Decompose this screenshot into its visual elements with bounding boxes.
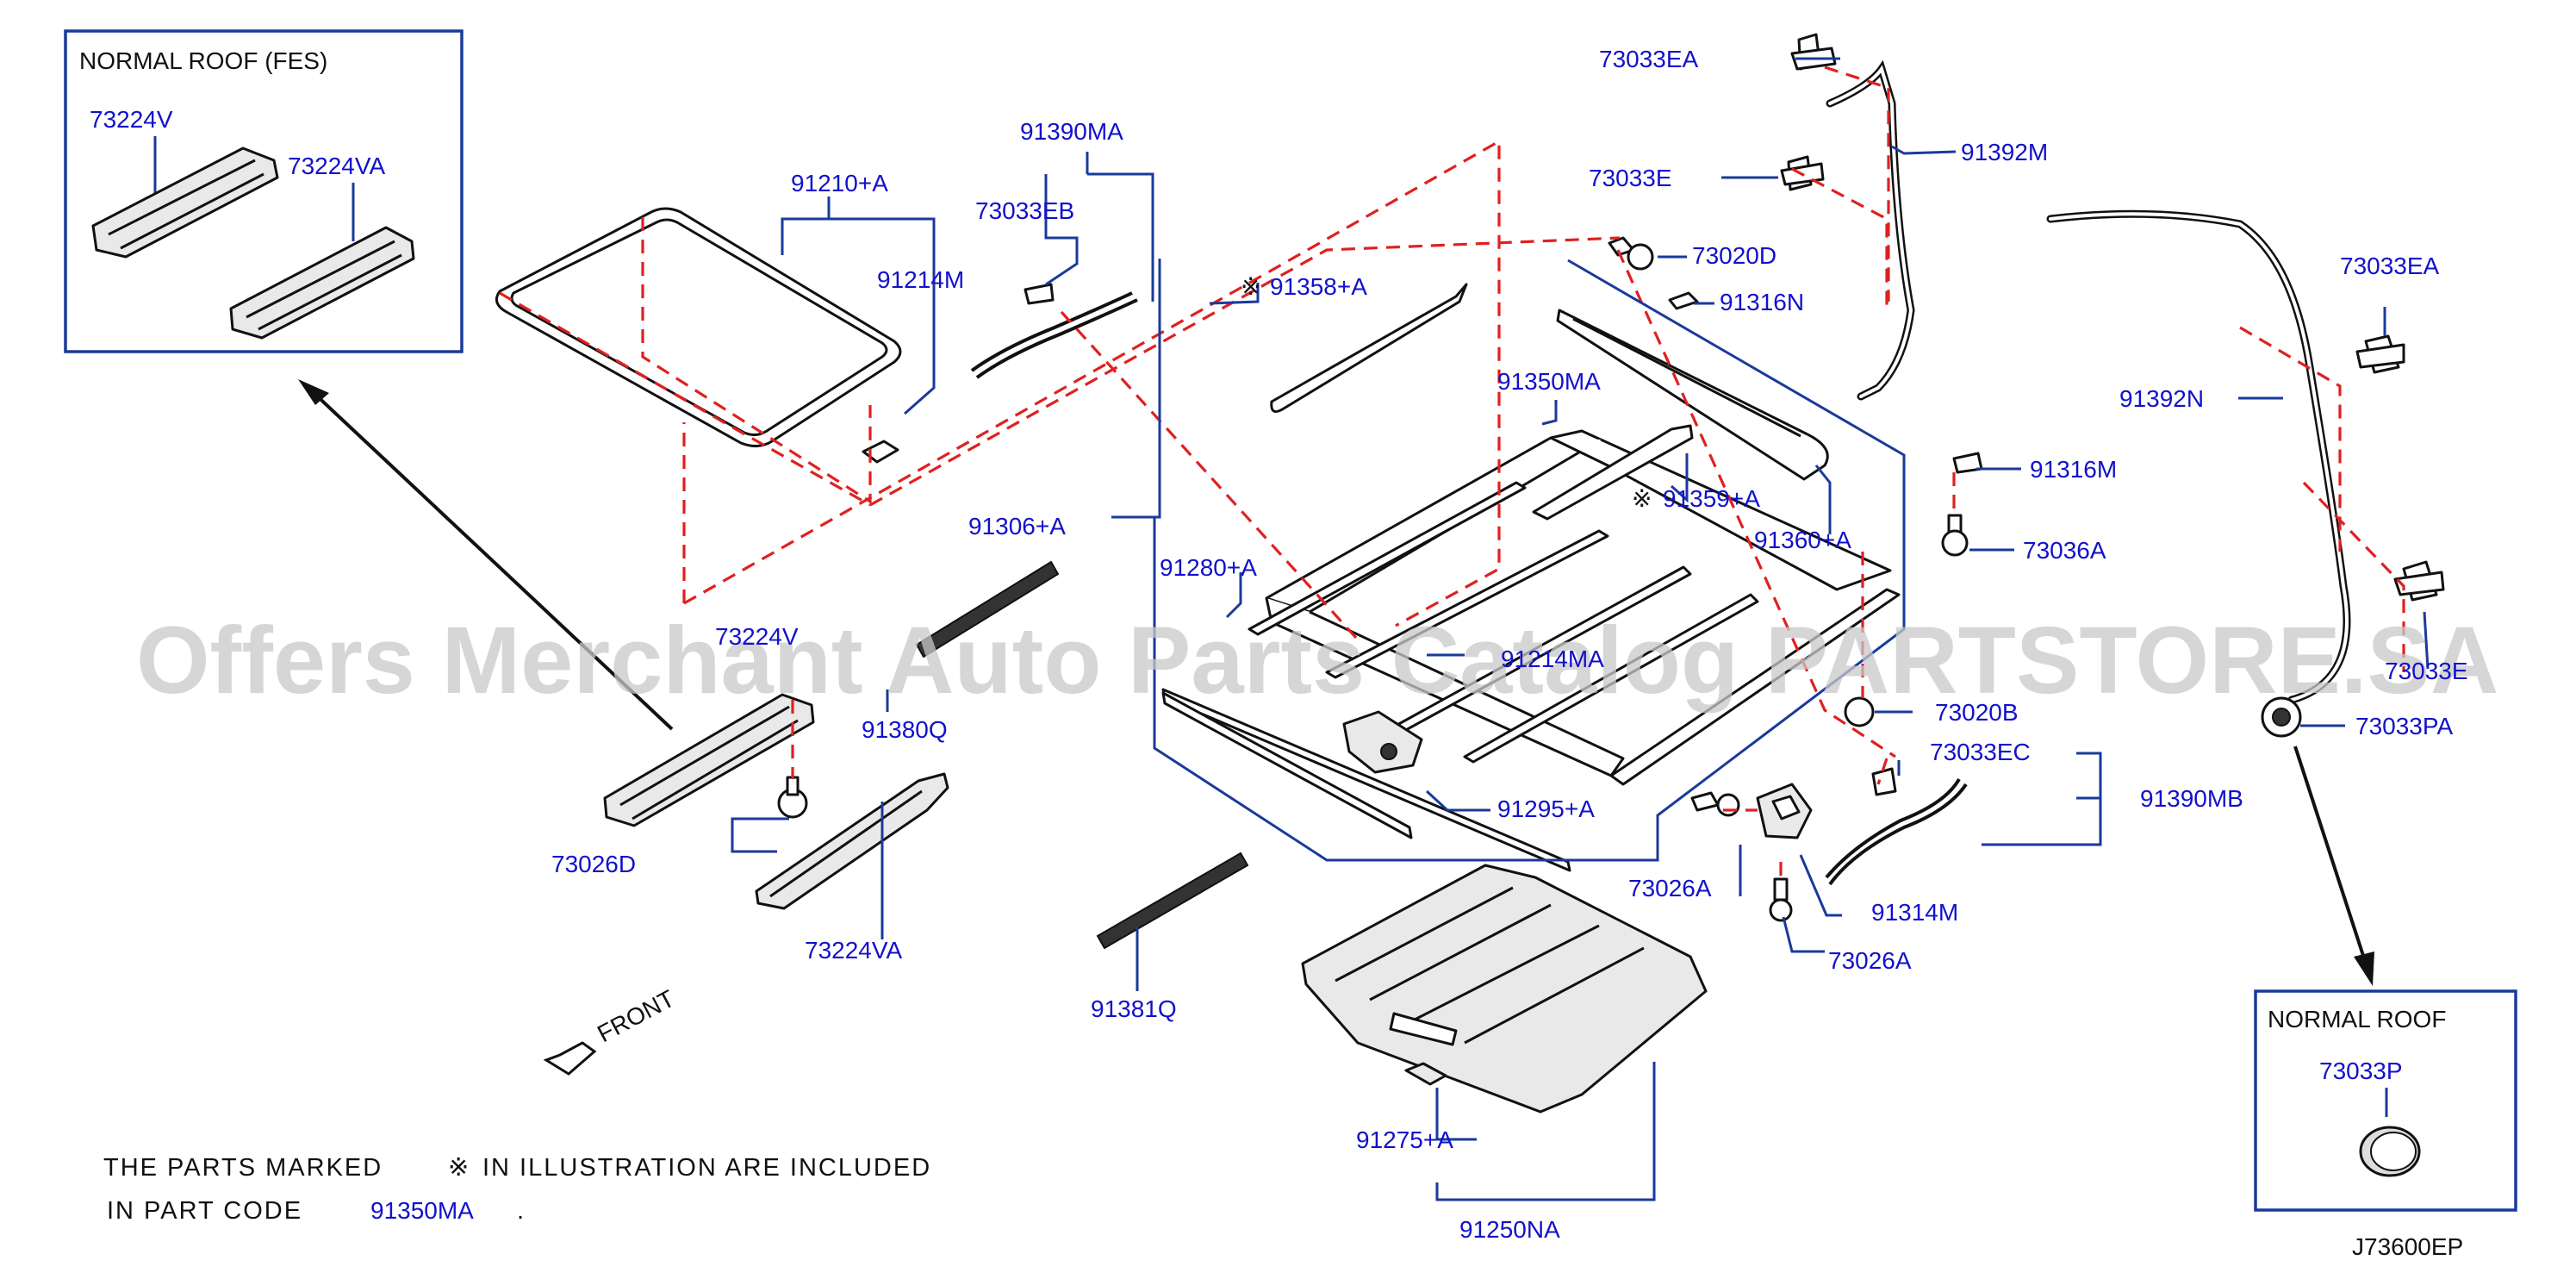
rail-bracket-icon [91, 147, 279, 259]
part-label[interactable]: 91392N [2119, 385, 2204, 412]
wind-deflector-icon [1270, 283, 1468, 414]
part-label[interactable]: 73224V [715, 623, 799, 650]
inset-fes-title: NORMAL ROOF (FES) [79, 47, 327, 74]
part-label[interactable]: 73026D [551, 851, 636, 877]
part-label[interactable]: 91390MA [1020, 118, 1123, 145]
part-label[interactable]: 91380Q [862, 716, 948, 743]
roof-reinforcement-icon [603, 693, 815, 827]
bolt-icon [1690, 791, 1740, 817]
part-label[interactable]: 73026A [1828, 947, 1912, 974]
note-part-code[interactable]: 91350MA [370, 1197, 474, 1224]
part-label[interactable]: 91392M [1961, 139, 2048, 165]
part-label[interactable]: 91360+A [1754, 527, 1851, 553]
part-label[interactable]: 91306+A [968, 513, 1066, 540]
note-line2-end: . [517, 1197, 526, 1225]
part-label[interactable]: 91316N [1720, 289, 1804, 315]
clip-icon [1790, 33, 1837, 71]
clip-icon [1668, 291, 1699, 310]
footnote: THE PARTS MARKED ※ IN ILLUSTRATION ARE I… [103, 1154, 931, 1225]
mark-symbol: ※ [1632, 485, 1652, 512]
note-line1-a: THE PARTS MARKED [103, 1154, 383, 1182]
front-arrow-icon [543, 1041, 597, 1076]
bolt-icon [1769, 877, 1793, 922]
diagram-code: J73600EP [2352, 1233, 2463, 1260]
part-label[interactable]: 91210+A [791, 170, 888, 197]
handle-clip-icon [1404, 1062, 1447, 1086]
part-label[interactable]: 73033EA [1599, 46, 1699, 72]
grommet-icon [2261, 696, 2302, 738]
seal-clip-icon [862, 440, 899, 464]
drain-hose-icon [2046, 209, 2351, 704]
rail-bracket-icon [229, 226, 415, 340]
part-label[interactable]: 91390MB [2140, 785, 2243, 812]
note-mark: ※ [448, 1154, 470, 1182]
inset-normal-roof-part[interactable]: 73033P [2319, 1058, 2403, 1084]
part-label[interactable]: 91295+A [1497, 795, 1595, 822]
grommet-icon [1844, 696, 1875, 727]
sunshade-rail-icon [1556, 309, 1829, 481]
glass-panel-icon [495, 207, 902, 447]
front-label: FRONT [593, 985, 679, 1048]
drain-hose-icon [1825, 777, 1968, 886]
plug-cap-icon [2359, 1126, 2421, 1177]
part-label[interactable]: 91275+A [1356, 1126, 1453, 1153]
part-label[interactable]: 73033EB [975, 197, 1074, 224]
part-label[interactable]: 91350MA [1497, 368, 1601, 395]
note-line2-a: IN PART CODE [107, 1197, 302, 1225]
part-label[interactable]: 73033E [1589, 165, 1672, 191]
inset-fes-part-2[interactable]: 73224VA [288, 153, 385, 179]
roof-reinforcement-icon [755, 772, 949, 910]
bolt-icon [777, 776, 808, 819]
drain-hose-icon [1826, 59, 1915, 401]
mark-symbol: ※ [1241, 273, 1260, 300]
part-label[interactable]: 91214M [877, 266, 964, 293]
part-label[interactable]: 73033EC [1930, 739, 2031, 765]
part-label[interactable]: 91358+A [1270, 273, 1367, 300]
inset-fes-part-1[interactable]: 73224V [90, 106, 173, 133]
callout-arrow [2293, 746, 2374, 986]
watermark: Offers Merchant Auto Parts Catalog PARTS… [136, 608, 2498, 714]
part-label[interactable]: 73033EA [2340, 253, 2440, 279]
bracket-icon [1756, 783, 1813, 839]
part-label[interactable]: 73224VA [805, 937, 902, 964]
part-label[interactable]: 91381Q [1091, 995, 1177, 1022]
inset-normal-roof-title: NORMAL ROOF [2268, 1006, 2446, 1033]
part-label[interactable]: 91359+A [1663, 485, 1760, 512]
screw-icon [1608, 236, 1654, 271]
note-line1-b: IN ILLUSTRATION ARE INCLUDED [482, 1154, 931, 1182]
part-label[interactable]: 91250NA [1459, 1216, 1560, 1243]
assembly-lines [499, 66, 2405, 879]
sunshade-panel-icon [1301, 864, 1708, 1114]
clip-icon [2355, 334, 2405, 374]
drive-cable-icon [1532, 424, 1694, 521]
guide-rail-icon [1096, 852, 1249, 950]
part-label[interactable]: 91316M [2030, 456, 2117, 483]
callout-arrow [298, 379, 674, 731]
part-label[interactable]: 73033PA [2355, 713, 2453, 739]
clip-icon [2393, 560, 2445, 602]
part-label[interactable]: 91314M [1871, 899, 1958, 926]
bolt-icon [1941, 514, 1969, 557]
part-label[interactable]: 73020D [1692, 242, 1776, 269]
part-label[interactable]: 73020B [1935, 699, 2019, 726]
drain-hose-icon [970, 291, 1138, 379]
sunroof-frame-icon [1161, 429, 1901, 872]
part-label[interactable]: 91280+A [1160, 554, 1257, 581]
part-label[interactable]: 91214MA [1501, 646, 1604, 672]
leader-lines [731, 57, 2430, 1201]
part-labels: 73033EA 73033E 91392M 73020D 91316N 9139… [551, 46, 2468, 1243]
part-label[interactable]: 73026A [1628, 875, 1712, 902]
clip-icon [1871, 767, 1897, 796]
inset-normal-roof: NORMAL ROOF 73033P [2254, 989, 2517, 1212]
guide-rail-icon [915, 560, 1060, 658]
motor-unit-icon [1342, 710, 1423, 774]
part-label[interactable]: 73033E [2385, 658, 2468, 684]
clip-icon [1024, 283, 1055, 305]
inset-normal-roof-fes: NORMAL ROOF (FES) 73224V 73224VA [64, 29, 464, 353]
part-label[interactable]: 73036A [2023, 537, 2106, 564]
